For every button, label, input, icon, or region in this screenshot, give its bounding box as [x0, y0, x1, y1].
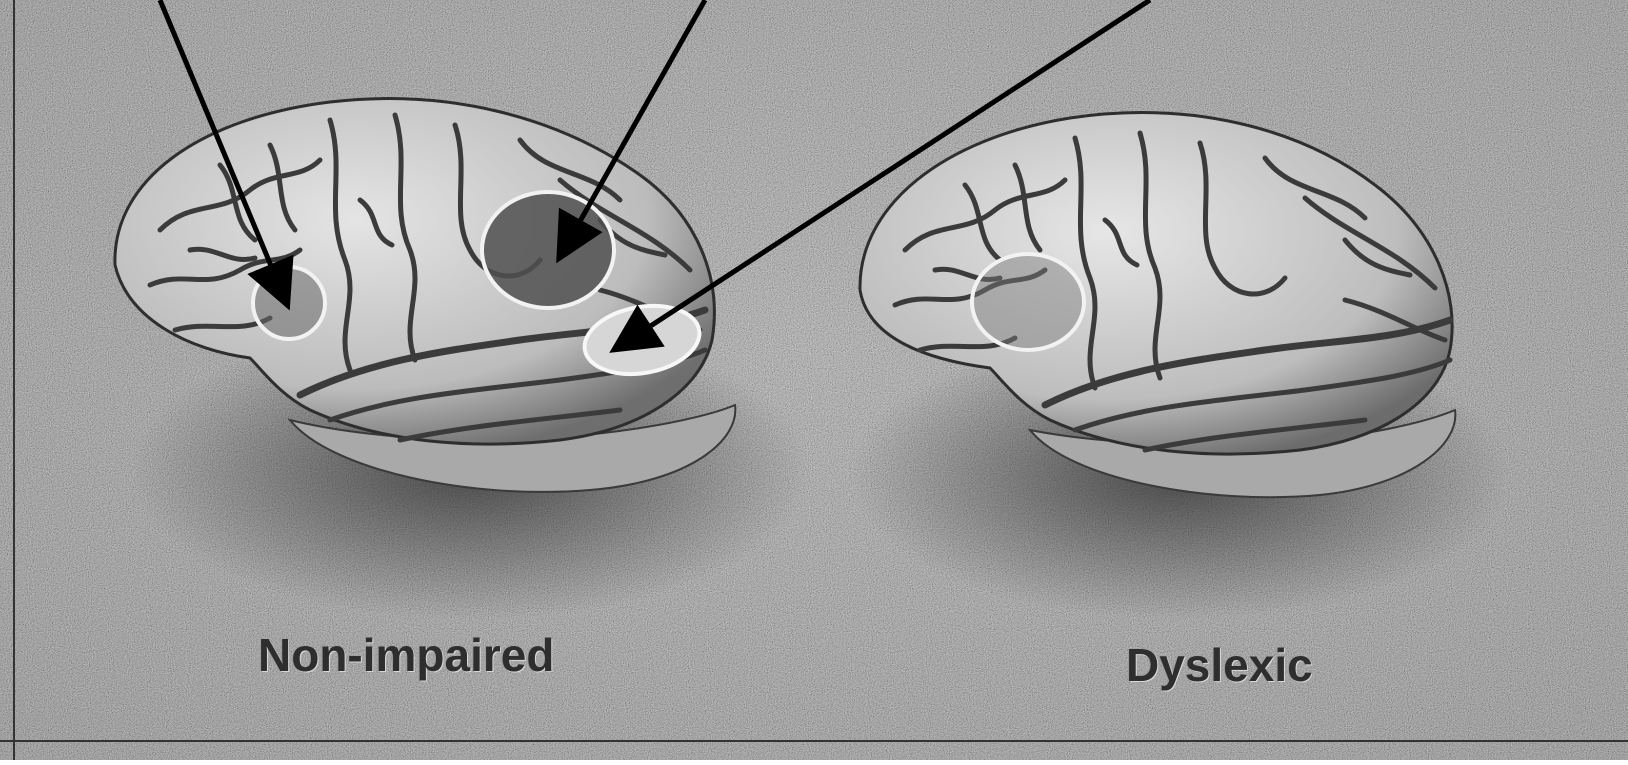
parieto-temporal-region: [482, 192, 614, 308]
frontal-region: [972, 254, 1084, 350]
frontal-region: [253, 267, 325, 339]
label-non-impaired: Non-impaired: [258, 628, 554, 682]
label-dyslexic: Dyslexic: [1126, 638, 1313, 692]
